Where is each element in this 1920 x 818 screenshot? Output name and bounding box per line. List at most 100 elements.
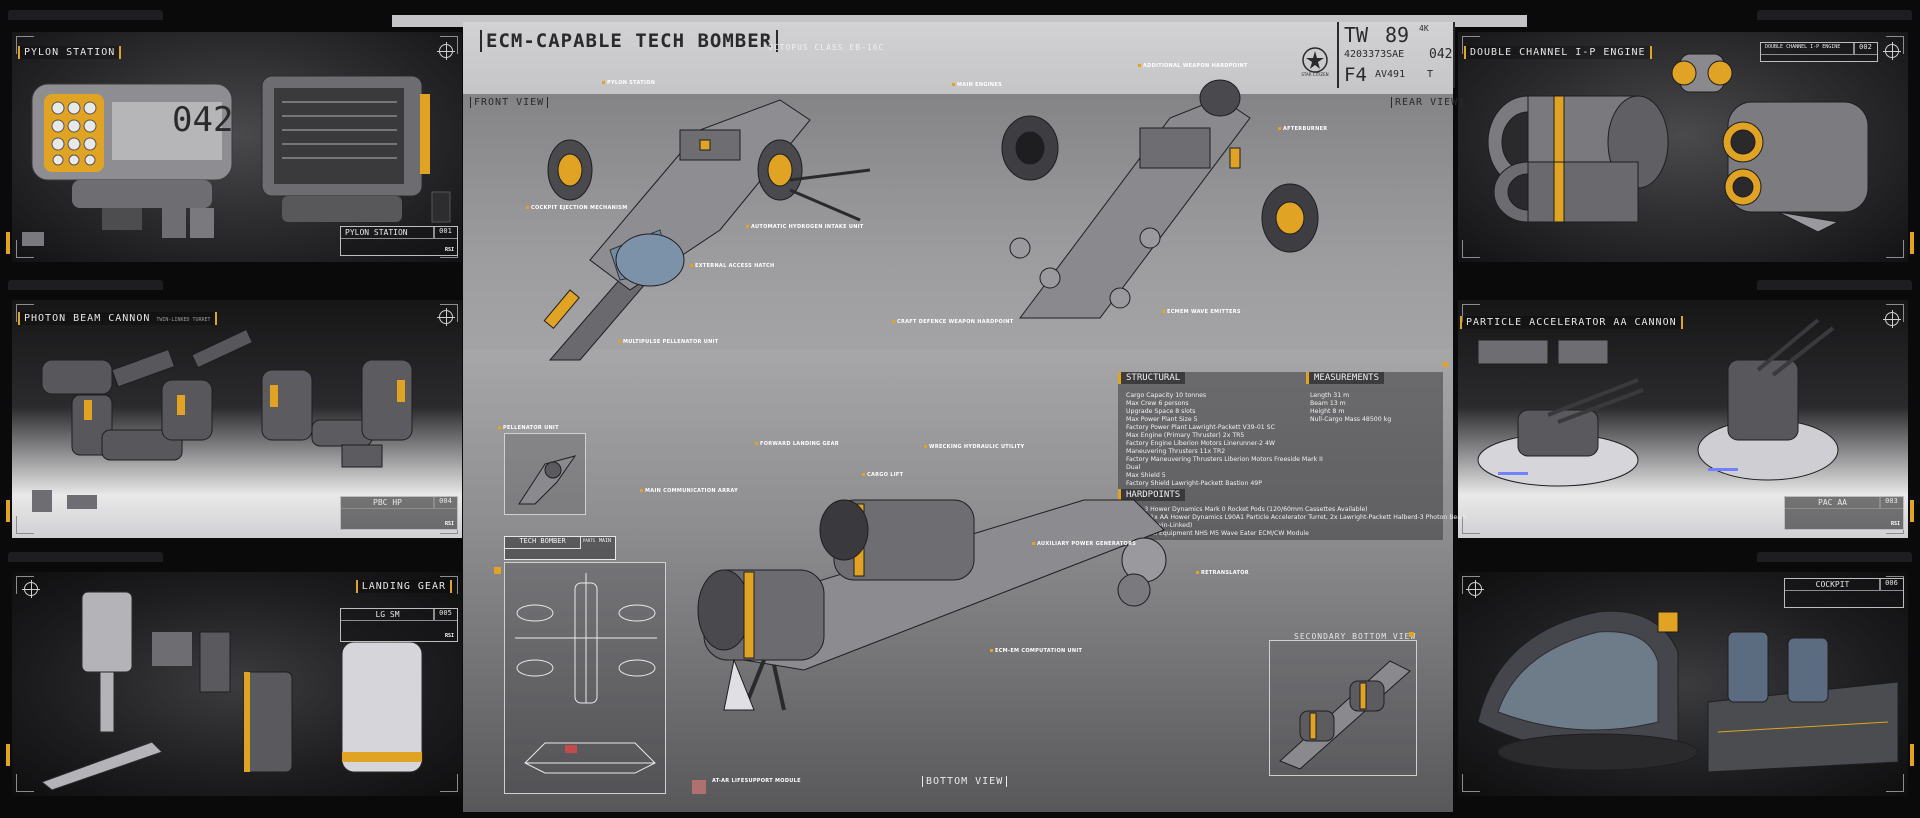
accent-square: [1443, 362, 1448, 367]
tab-bar-decor: [1757, 10, 1912, 20]
frame-corner: [1886, 774, 1904, 792]
frame-corner: [16, 774, 34, 792]
plate-logo: RSI: [444, 247, 454, 253]
callout-additional-weapon: ADDITIONAL WEAPON HARDPOINT: [1138, 63, 1248, 70]
bottom-view-ship-illustration: [697, 499, 1167, 711]
blueprint-drawing: [504, 562, 666, 794]
secondary-bottom-view-label: SECONDARY BOTTOM VIEW: [1294, 632, 1417, 641]
orange-tick: [6, 232, 10, 254]
pylon-042-label: 042: [172, 100, 234, 140]
crosshair-icon: [22, 580, 40, 598]
plate-number: 006: [1879, 579, 1903, 591]
spec-line: Factory Engine Liberion Motors Linerunne…: [1126, 440, 1275, 447]
frame-corner: [1462, 240, 1480, 258]
frame-corner: [16, 240, 34, 258]
frame-corner: [1886, 240, 1904, 258]
landing-gear-illustration: [40, 591, 423, 791]
tab-bar-decor: [8, 10, 163, 20]
front-view-label: FRONT VIEW: [470, 97, 549, 108]
frame-corner: [440, 304, 458, 322]
spec-line: Max Engine (Primary Thruster) 2x TR5: [1126, 432, 1245, 439]
frame-corner: [1886, 36, 1904, 54]
measurements-heading: MEASUREMENTS: [1306, 372, 1385, 384]
identification-block: TW 89 4K 4203373SAE 042 F4 AV491 T: [1337, 22, 1455, 88]
frame-corner: [1462, 304, 1480, 322]
landing-gear-panel: LANDING GEAR LG SM 005 RSI: [12, 572, 462, 796]
callout-lifesupport: AT-AR LIFESUPPORT MODULE: [712, 778, 801, 784]
pylon-station-panel: PYLON STATION 042 PYLON STATION 00: [12, 32, 462, 262]
cockpit-parts-plate: COCKPIT 006: [1784, 578, 1904, 608]
frame-corner: [1886, 304, 1904, 322]
crosshair-icon: [437, 308, 455, 326]
orange-tick: [6, 500, 10, 522]
tab-bar-decor: [8, 280, 163, 290]
callout-auxiliary-power: AUXILIARY POWER GENERATORS: [1032, 541, 1136, 548]
plate-logo: RSI: [444, 633, 454, 639]
plate-name: LG SM: [341, 609, 435, 621]
pellenator-inset: [504, 433, 586, 515]
measurement-line: Length 31 m: [1310, 392, 1350, 399]
blueprint-plate-value: MAIN: [599, 538, 612, 544]
secondary-bottom-view-frame: [1269, 640, 1417, 776]
page-subtitle: OCTOPUS CLASS EB-16C: [768, 43, 885, 52]
id-line2-b: 042: [1429, 47, 1453, 62]
callout-multipulse: MULTIPULSE PELLENATOR UNIT: [618, 339, 718, 346]
id-line3-c: T: [1427, 69, 1434, 80]
bottom-view-label: BOTTOM VIEW: [922, 776, 1008, 787]
id-line1-c: 4K: [1419, 24, 1429, 33]
crosshair-icon: [1466, 580, 1484, 598]
id-line3-b: AV491: [1375, 69, 1406, 80]
callout-pellenator: PELLENATOR UNIT: [498, 425, 559, 432]
frame-corner: [16, 304, 34, 322]
rear-view-label: REAR VIEW: [1391, 97, 1463, 108]
frame-corner: [440, 36, 458, 54]
spec-line: Upgrade Space 8 slots: [1126, 408, 1196, 415]
measurement-line: Beam 13 m: [1310, 400, 1346, 407]
crosshair-icon: [1883, 42, 1901, 60]
orange-tick: [6, 744, 10, 766]
frame-corner: [1462, 516, 1480, 534]
particle-cannon-illustration: [1477, 318, 1839, 487]
plate-name: DOUBLE CHANNEL I-P ENGINE: [1761, 43, 1855, 55]
plate-number: 004: [433, 497, 457, 509]
measurement-line: Null-Cargo Mass 48500 kg: [1310, 416, 1392, 423]
engine-panel: DOUBLE CHANNEL I-P ENGINE DOUBLE CHANNEL…: [1458, 32, 1908, 262]
accent-square: [494, 567, 501, 574]
particle-accelerator-panel: PARTICLE ACCELERATOR AA CANNON PAC AA 00…: [1458, 300, 1908, 538]
frame-corner: [440, 774, 458, 792]
plate-name: PAC AA: [1785, 497, 1881, 509]
blueprint-top-view-illustration: [515, 573, 657, 774]
accent-square: [1409, 632, 1414, 637]
id-line1-b: 89: [1385, 23, 1410, 47]
cockpit-panel: COCKPIT 006: [1458, 572, 1908, 796]
blueprint-title: TECH BOMBER: [505, 537, 581, 549]
orange-tick: [1910, 500, 1914, 522]
measurement-line: Height 8 m: [1310, 408, 1345, 415]
pylon-parts-plate: PYLON STATION 001 RSI: [340, 226, 458, 256]
frame-corner: [440, 576, 458, 594]
frame-corner: [1462, 774, 1480, 792]
spec-line: Factory Power Plant Lawright-Packett V39…: [1126, 424, 1275, 431]
lifesupport-swatch: [692, 780, 706, 794]
callout-main-engines: MAIN ENGINES: [952, 82, 1002, 89]
callout-main-comm: MAIN COMMUNICATION ARRAY: [640, 488, 738, 495]
plate-number: 005: [433, 609, 457, 621]
orange-tick: [1910, 744, 1914, 766]
tab-bar-decor: [1757, 280, 1912, 290]
plate-number: 001: [433, 227, 457, 239]
plate-logo: RSI: [444, 521, 454, 527]
particle-parts-plate: PAC AA 003 RSI: [1784, 496, 1904, 530]
frame-corner: [16, 516, 34, 534]
panel-title: LANDING GEAR: [355, 580, 452, 593]
hardpoints-heading: HARDPOINTS: [1118, 489, 1186, 501]
frame-corner: [16, 576, 34, 594]
secondary-bottom-view-illustration: [1279, 660, 1411, 770]
pellenator-inset-illustration: [518, 455, 577, 505]
id-line1-a: TW: [1344, 23, 1369, 47]
callout-automatic-hydrogen: AUTOMATIC HYDROGEN INTAKE UNIT: [746, 224, 864, 231]
rear-view-ship-illustration: [1001, 79, 1319, 319]
pylon-illustration: [22, 75, 451, 246]
spec-line: Max Crew 6 persons: [1126, 400, 1189, 407]
